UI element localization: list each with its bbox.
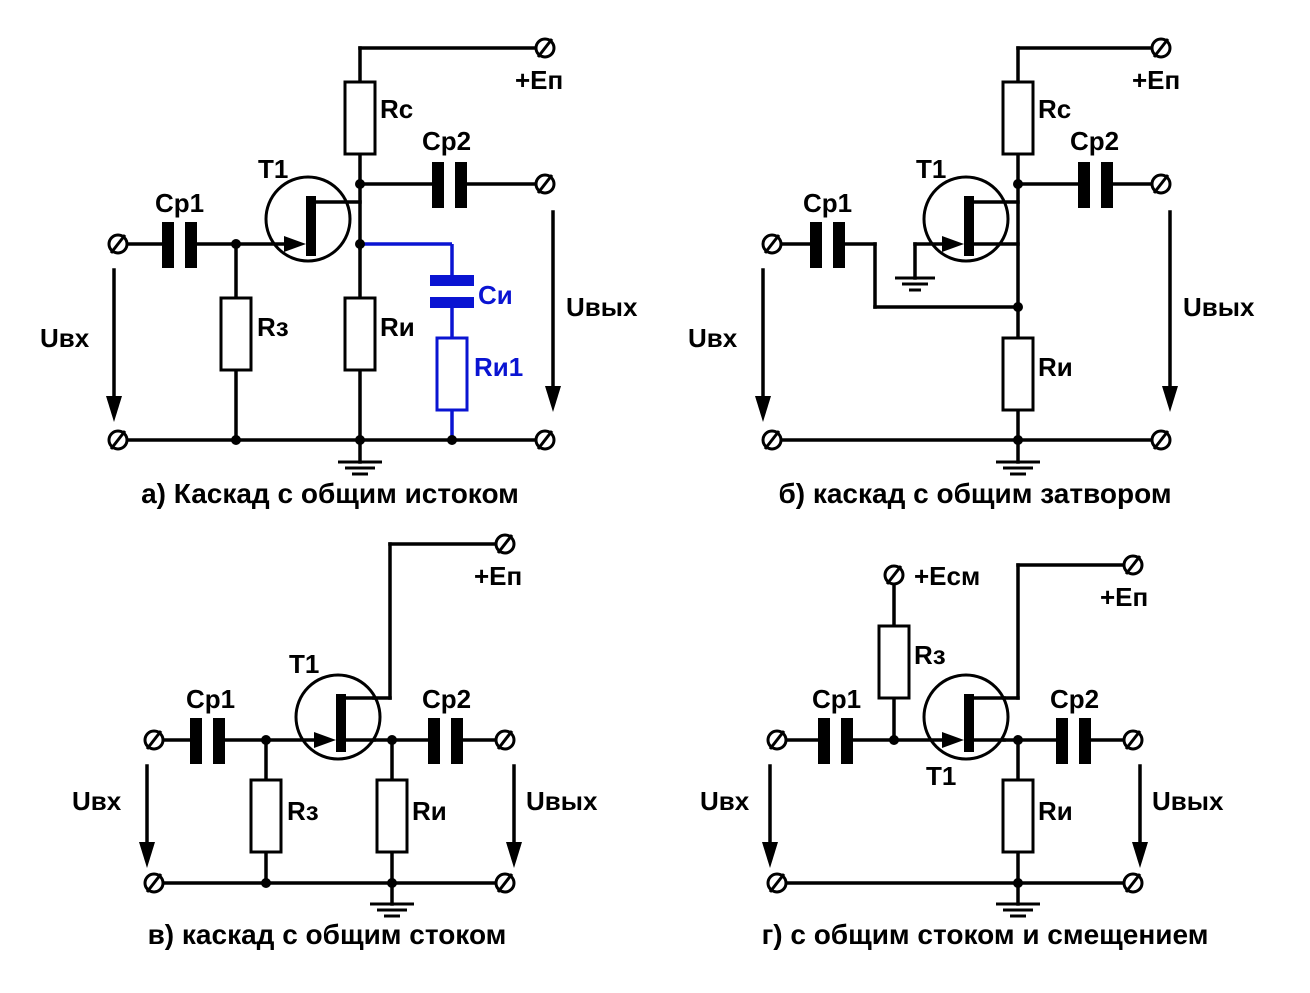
input-voltage-arrow-icon [106, 396, 122, 422]
resistor-ri-icon [375, 778, 409, 854]
label-coupling-out: Ср2 [422, 684, 471, 714]
label-coupling-in: Ср1 [155, 188, 204, 218]
output-voltage-arrow-icon [545, 386, 561, 412]
ground-icon [338, 460, 382, 476]
label-input: Uвх [40, 323, 90, 353]
label-input: Uвх [72, 786, 122, 816]
transistor-t1-icon [922, 175, 1010, 263]
label-source-res: Rи [1038, 352, 1073, 382]
label-drain-res: Rс [380, 94, 413, 124]
label-gate-res: Rз [914, 640, 946, 670]
terminal-icon [107, 37, 556, 451]
label-coupling-in: Ср1 [186, 684, 235, 714]
output-voltage-arrow-icon [1162, 386, 1178, 412]
resistor-ri-icon [1001, 336, 1035, 412]
label-supply: +Еп [1132, 65, 1180, 95]
label-drain-res: Rс [1038, 94, 1071, 124]
resistor-ri-icon [1001, 778, 1035, 854]
circuit-b: +Еп Rс Ср2 Т1 Ср1 Rи Uвх Uвых б) каскад … [688, 37, 1255, 509]
label-bypass-res: Rи1 [474, 352, 523, 382]
resistor-rz-icon [219, 296, 253, 372]
input-voltage-arrow-icon [755, 396, 771, 422]
label-coupling-in: Ср1 [812, 684, 861, 714]
output-voltage-arrow-icon [1132, 842, 1148, 868]
label-source-res: Rи [1038, 796, 1073, 826]
transistor-t1-icon [294, 673, 382, 761]
circuit-c: +Еп Т1 Ср1 Ср2 Rз Rи Uвх Uвых в) каскад … [72, 533, 598, 950]
capacitor-cp1-icon [162, 222, 174, 268]
output-voltage-arrow-icon [506, 842, 522, 868]
label-supply: +Еп [515, 65, 563, 95]
terminal-icon [143, 533, 516, 894]
label-gate-res: Rз [257, 312, 289, 342]
terminal-icon [761, 37, 1172, 451]
resistor-ri-icon [343, 296, 377, 372]
caption-a: а) Каскад с общим истоком [141, 478, 519, 509]
transistor-t1-icon [264, 175, 352, 263]
capacitor-ci-icon [430, 275, 474, 286]
caption-b: б) каскад с общим затвором [778, 478, 1171, 509]
terminal-icon [766, 554, 1144, 894]
capacitor-cp1-icon [190, 718, 202, 764]
label-source-res: Rи [380, 312, 415, 342]
resistor-rc-icon [1001, 80, 1035, 156]
input-voltage-arrow-icon [139, 842, 155, 868]
circuit-a: +Еп Rс Ср2 Т1 Ср1 Rз Rи Си Rи1 Uвх Uвых … [40, 37, 638, 509]
ground-icon [996, 460, 1040, 476]
label-source-res: Rи [412, 796, 447, 826]
caption-d: г) с общим стоком и смещением [762, 919, 1209, 950]
capacitor-cp1-icon [818, 718, 830, 764]
circuit-d: +Eсм +Еп Rз Ср1 Ср2 Т1 Rи Uвх Uвых г) с … [700, 554, 1224, 950]
label-bypass-cap: Си [478, 280, 513, 310]
capacitor-cp2-icon [1056, 718, 1068, 764]
label-gate-res: Rз [287, 796, 319, 826]
label-output: Uвых [1183, 292, 1255, 322]
label-transistor: Т1 [916, 154, 946, 184]
capacitor-cp2-icon [428, 718, 440, 764]
label-output: Uвых [526, 786, 598, 816]
resistor-rz-icon [877, 624, 911, 700]
input-voltage-arrow-icon [762, 842, 778, 868]
label-transistor: Т1 [289, 649, 319, 679]
label-coupling-out: Ср2 [422, 126, 471, 156]
resistor-ri1-icon [435, 336, 469, 412]
capacitor-cp1-icon [810, 222, 822, 268]
label-output: Uвых [566, 292, 638, 322]
capacitor-cp2-icon [432, 162, 444, 208]
label-supply: +Еп [474, 561, 522, 591]
label-input: Uвх [700, 786, 750, 816]
transistor-t1-icon [922, 673, 1010, 761]
label-supply: +Еп [1100, 582, 1148, 612]
gate-ground-icon [895, 276, 935, 292]
ground-icon [996, 902, 1040, 918]
label-coupling-out: Ср2 [1050, 684, 1099, 714]
label-bias: +Eсм [914, 561, 980, 591]
capacitor-cp2-icon [1078, 162, 1090, 208]
caption-c: в) каскад с общим стоком [148, 919, 507, 950]
label-coupling-in: Ср1 [803, 188, 852, 218]
label-input: Uвх [688, 323, 738, 353]
resistor-rc-icon [343, 80, 377, 156]
resistor-rz-icon [249, 778, 283, 854]
label-transistor: Т1 [926, 761, 956, 791]
ground-icon [370, 902, 414, 918]
label-output: Uвых [1152, 786, 1224, 816]
label-coupling-out: Ср2 [1070, 126, 1119, 156]
label-transistor: Т1 [258, 154, 288, 184]
